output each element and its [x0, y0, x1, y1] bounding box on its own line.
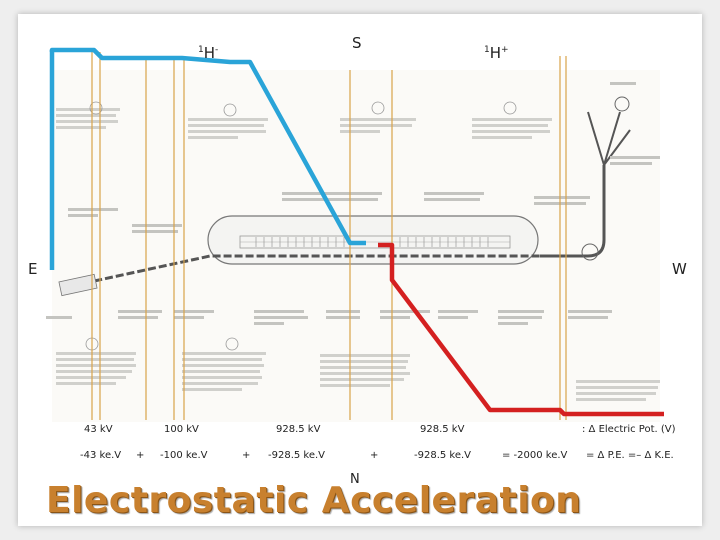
slide-title: Electrostatic Acceleration: [46, 480, 582, 521]
beam-line: [61, 96, 631, 290]
energy-100kev: -100 ke.V: [160, 450, 208, 461]
potential-928kv-1: 928.5 kV: [276, 424, 321, 435]
energy-legend: = Δ P.E. =– Δ K.E.: [586, 450, 674, 461]
energy-total: = -2000 ke.V: [502, 450, 568, 461]
potential-legend: : Δ Electric Pot. (V): [582, 424, 676, 435]
energy-43kev: -43 ke.V: [80, 450, 122, 461]
accelerator-tube-hatching: [255, 237, 489, 247]
h-minus-path: [49, 47, 366, 246]
n-pole-label: N: [350, 472, 360, 487]
s-pole-label: S: [352, 34, 362, 52]
potential-928kv-2: 928.5 kV: [420, 424, 465, 435]
h-plus-path: [378, 242, 664, 417]
potential-100kv: 100 kV: [164, 424, 199, 435]
energy-928kev-2: -928.5 ke.V: [414, 450, 472, 461]
h-minus-label: 1H-: [198, 44, 219, 62]
potential-43kv: 43 kV: [84, 424, 113, 435]
e-label: E: [28, 260, 38, 278]
ion-source: [58, 273, 98, 297]
w-label: W: [672, 260, 687, 278]
vertical-marker-lines: [91, 52, 567, 420]
schematic-text-blocks: [56, 108, 660, 401]
h-plus-label: 1H+: [484, 44, 509, 62]
energy-928kev-1: -928.5 ke.V: [268, 450, 326, 461]
plus-sign-1: +: [136, 450, 145, 461]
plus-sign-2: +: [242, 450, 251, 461]
plus-sign-3: +: [370, 450, 379, 461]
accelerator-tank: [207, 215, 539, 265]
